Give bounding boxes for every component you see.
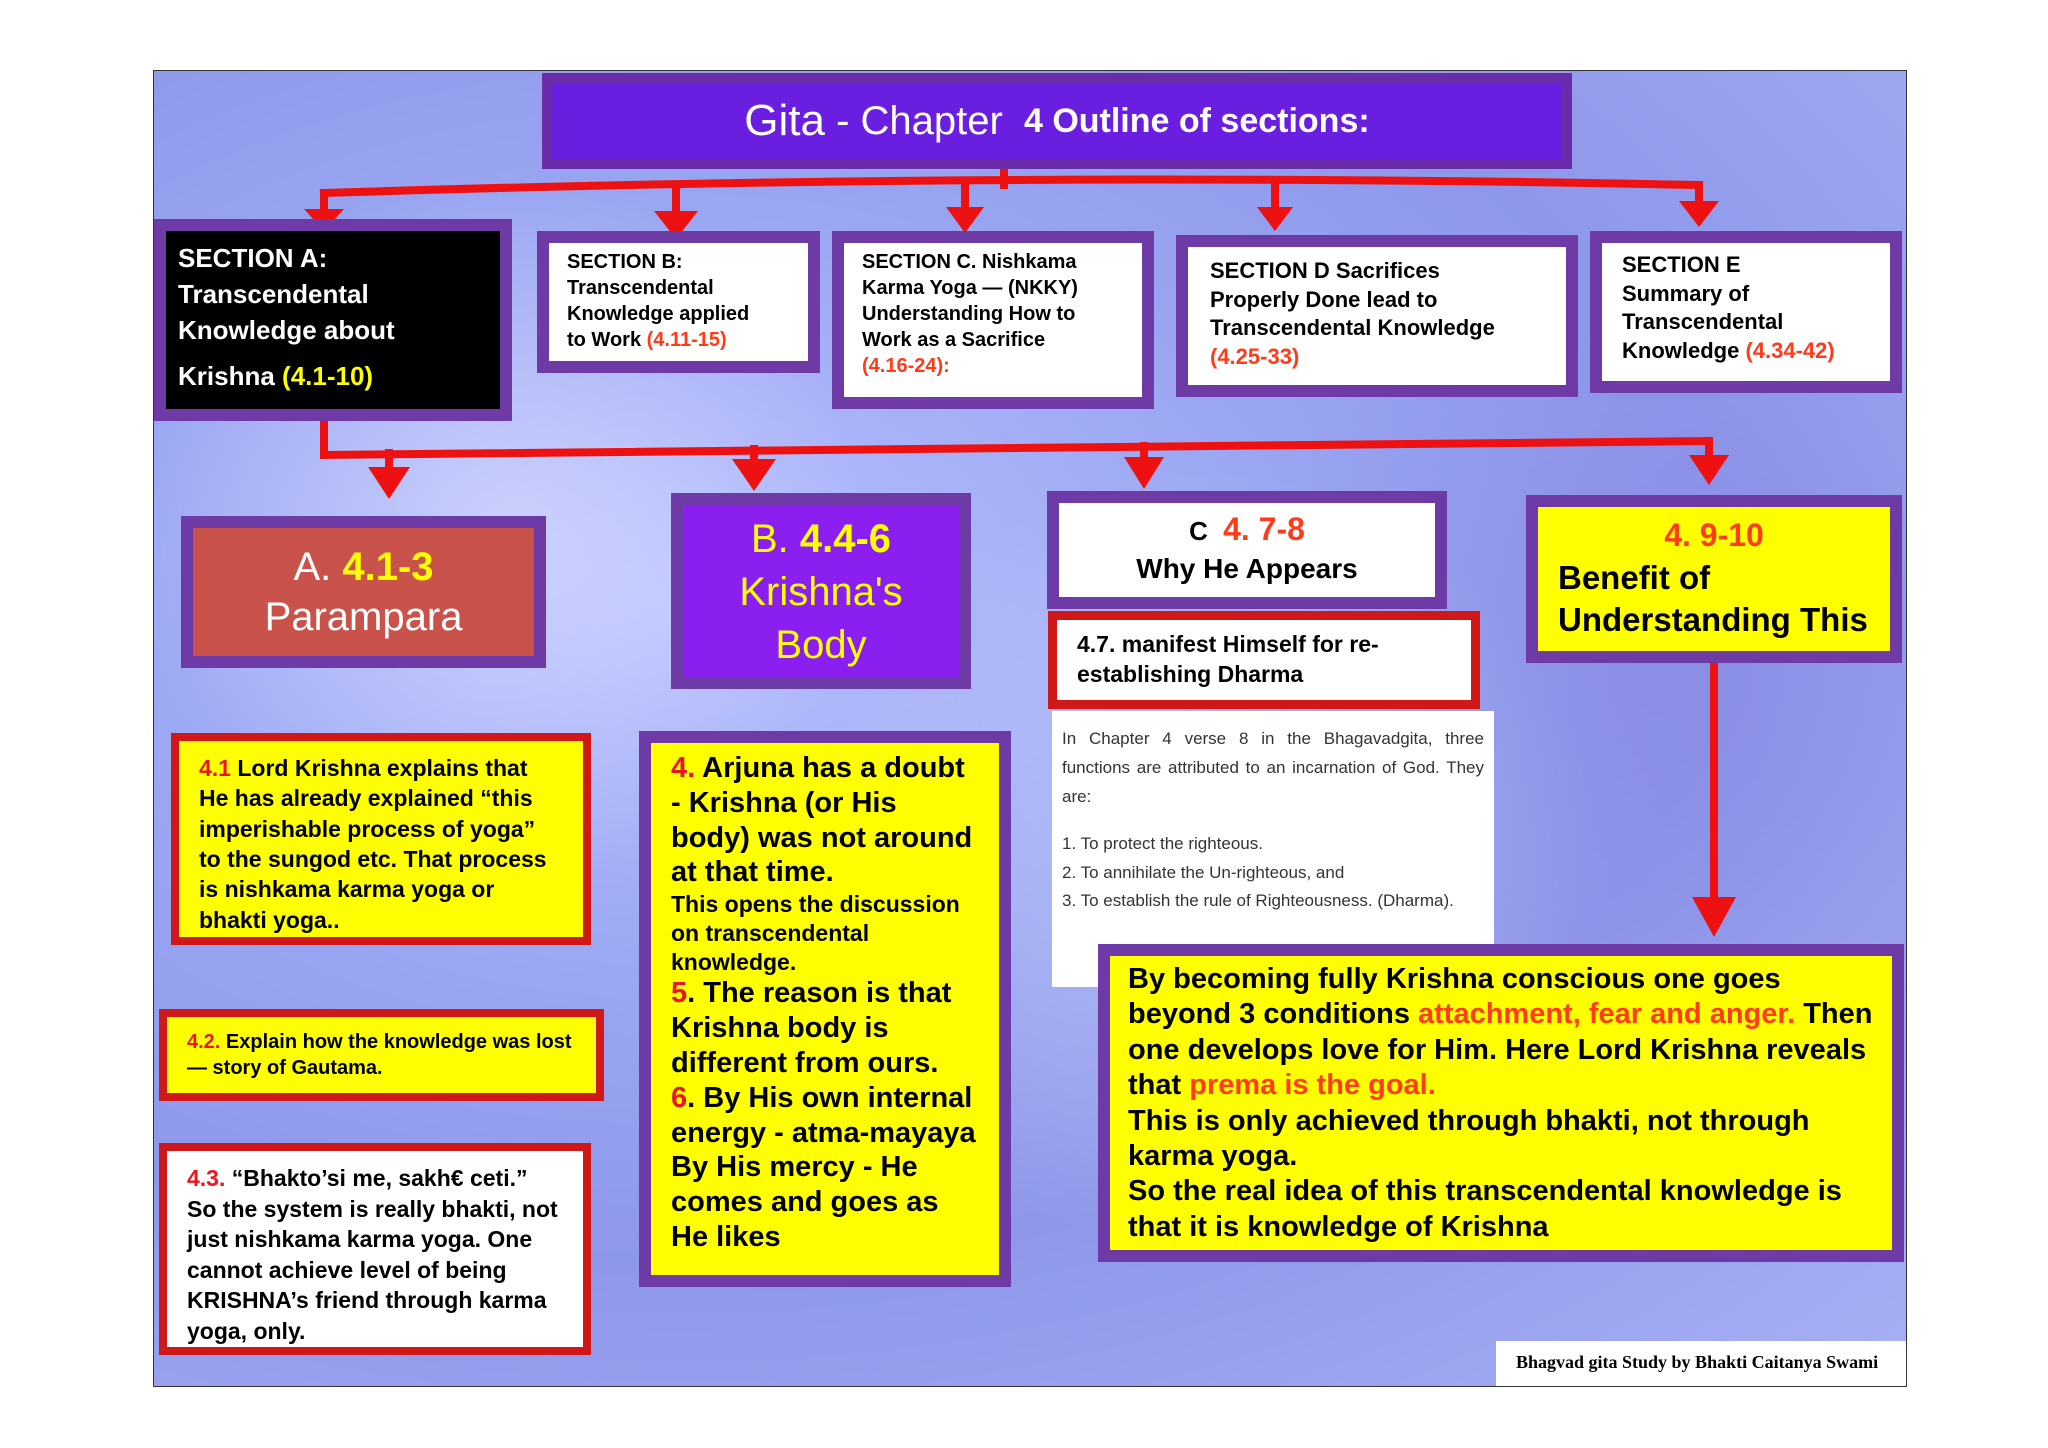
sub-d-box: 4. 9-10 Benefit of Understanding This [1526,495,1902,663]
note-4-text2: This opens the discussion on transcenden… [671,890,979,976]
sub-d-ref: 4. 9-10 [1558,515,1870,557]
section-b-line1: SECTION B: [567,249,790,275]
sub-a-box: A. 4.1-3 Parampara [181,516,546,668]
section-b-line2: Transcendental [567,275,790,301]
credit-label: Bhagvad gita Study by Bhakti Caitanya Sw… [1496,1341,1906,1386]
section-c-box: SECTION C. Nishkama Karma Yoga — (NKKY) … [832,231,1154,409]
top-branch-line [324,180,1699,193]
title-part3: 4 Outline of sections: [1024,102,1370,141]
section-d-box: SECTION D Sacrifices Properly Done lead … [1176,235,1578,397]
sub-c-label: Why He Appears [1059,551,1435,587]
sub-c-prefix: C [1189,516,1215,546]
section-a-line3: Knowledge about [178,313,488,349]
mid-branch-line [324,419,1709,455]
section-a-line2: Transcendental [178,277,488,313]
section-a-line1: SECTION A: [178,241,488,277]
section-a-box: SECTION A: Transcendental Knowledge abou… [154,219,512,421]
section-c-ref: (4.16-24): [862,353,1124,379]
arrow-c [946,207,984,233]
arrow-sub-a [368,467,410,499]
sub-d-label2: Understanding This [1558,599,1870,642]
sub-b-label2: Body [683,619,959,672]
note-4-1-num: 4.1 [199,755,231,781]
note-4-3-text: “Bhakto’si me, sakh€ ceti.” So the syste… [187,1165,558,1344]
note-5-text: . The reason is that Krishna body is dif… [671,977,951,1079]
section-b-line3: Knowledge applied [567,301,790,327]
sub-b-ref: 4.4-6 [800,517,891,561]
note-6-text: . By His own internal energy - atma-maya… [671,1082,976,1253]
section-c-line4: Work as a Sacrifice [862,327,1124,353]
benefit-box: By becoming fully Krishna conscious one … [1098,944,1904,1262]
title-part2: Chapter [861,99,1014,144]
arrow-sub-c [1124,457,1164,489]
credit-text: Bhagvad gita Study by Bhakti Caitanya Sw… [1516,1352,1878,1372]
section-c-line1: SECTION C. Nishkama [862,249,1124,275]
benefit-r1: attachment, fear and anger. [1418,998,1795,1030]
sub-c-box: C 4. 7-8 Why He Appears [1047,491,1447,609]
section-e-line3: Transcendental [1622,308,1870,337]
note-4-2-num: 4.2. [187,1031,220,1053]
note-4-7-text: 4.7. manifest Himself for re-establishin… [1077,630,1451,690]
section-b-box: SECTION B: Transcendental Knowledge appl… [537,231,820,373]
note-4-8-item: 2. To annihilate the Un-righteous, and [1062,859,1484,888]
sub-a-prefix: A. [293,545,342,589]
arrow-sub-d [1689,455,1729,485]
note-4-2: 4.2. Explain how the knowledge was lost … [159,1009,604,1101]
note-4-8-intro: In Chapter 4 verse 8 in the Bhagavadgita… [1062,725,1484,812]
section-e-line4: Knowledge [1622,338,1745,363]
title-banner: Gita - Chapter 4 Outline of sections: [542,73,1572,169]
sub-d-label1: Benefit of [1558,557,1870,600]
section-a-line4: Krishna [178,361,282,391]
section-d-ref: (4.25-33) [1210,343,1544,372]
benefit-t3: This is only achieved through bhakti, no… [1128,1104,1874,1175]
note-4-8-item: 3. To establish the rule of Righteousnes… [1062,887,1484,916]
sub-b-label1: Krishna's [683,566,959,619]
sub-b-box: B. 4.4-6 Krishna's Body [671,493,971,689]
note-4-7: 4.7. manifest Himself for re-establishin… [1048,611,1480,709]
note-4-3-num: 4.3. [187,1165,225,1191]
section-c-line3: Understanding How to [862,301,1124,327]
section-d-line3: Transcendental Knowledge [1210,314,1544,343]
note-4-4-6: 4. Arjuna has a doubt - Krishna (or His … [639,731,1011,1287]
section-e-line2: Summary of [1622,280,1870,309]
slide: Gita - Chapter 4 Outline of sections: SE… [153,70,1907,1387]
sub-a-ref: 4.1-3 [342,545,433,589]
section-c-line2: Karma Yoga — (NKKY) [862,275,1124,301]
sub-c-ref: 4. 7-8 [1223,511,1305,547]
title-part1: Gita [744,96,825,146]
note-5-num: 5 [671,977,687,1009]
section-e-ref: (4.34-42) [1745,338,1834,363]
benefit-t4: So the real idea of this transcendental … [1128,1174,1874,1245]
section-b-ref: (4.11-15) [647,329,727,351]
note-4-8-item: 1. To protect the righteous. [1062,830,1484,859]
section-e-box: SECTION E Summary of Transcendental Know… [1590,231,1902,393]
section-e-line1: SECTION E [1622,251,1870,280]
note-4-2-text: Explain how the knowledge was lost — sto… [187,1031,572,1079]
note-4-1-text: Lord Krishna explains that He has alread… [199,755,547,933]
arrow-sub-b [732,459,776,491]
sub-a-label: Parampara [193,592,534,642]
section-a-ref: (4.1-10) [282,361,373,391]
arrow-d [1257,207,1293,231]
benefit-r2: prema is the goal. [1189,1069,1436,1101]
arrow-benefit [1692,897,1736,937]
title-sep: - [825,99,861,144]
note-4-3: 4.3. “Bhakto’si me, sakh€ ceti.” So the … [159,1143,591,1355]
sub-b-prefix: B. [751,517,800,561]
note-6-num: 6 [671,1082,687,1114]
note-4-num: 4. [671,752,695,784]
section-d-line2: Properly Done lead to [1210,286,1544,315]
note-4-text1: Arjuna has a doubt - Krishna (or His bod… [671,752,972,888]
section-b-line4: to Work [567,329,647,351]
arrow-e [1679,201,1719,227]
section-d-line1: SECTION D Sacrifices [1210,257,1544,286]
note-4-1: 4.1 Lord Krishna explains that He has al… [171,733,591,945]
